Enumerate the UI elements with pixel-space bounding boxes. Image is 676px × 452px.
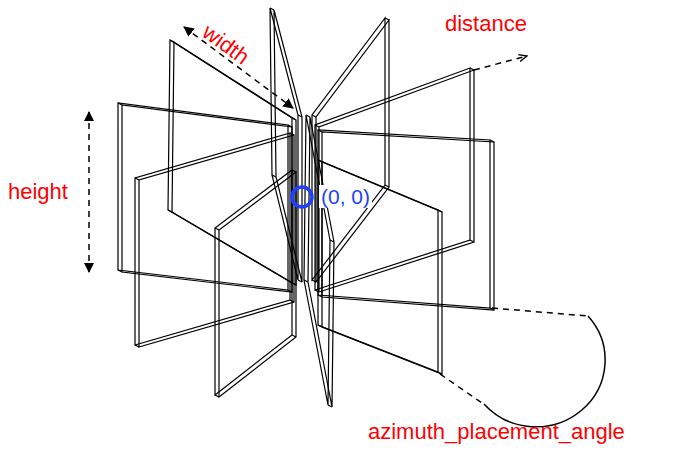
plate-face xyxy=(316,20,389,282)
plate-face xyxy=(219,172,296,397)
plate-face xyxy=(319,70,474,292)
plate-edge xyxy=(170,40,174,42)
angle-arc xyxy=(484,316,605,427)
origin-label: (0, 0) xyxy=(319,185,372,208)
plate-edge xyxy=(298,115,302,117)
plate-edge xyxy=(438,372,442,374)
plate-edge xyxy=(312,115,316,117)
plate-edge xyxy=(135,178,139,180)
plate-edge xyxy=(330,240,334,242)
plate-face xyxy=(315,68,470,290)
dimension-label: height xyxy=(8,180,68,204)
plate-edge xyxy=(270,8,274,10)
plate-edge xyxy=(470,68,474,70)
plate-edge xyxy=(118,270,122,272)
plate-edge xyxy=(288,125,292,127)
plate-face xyxy=(318,130,490,308)
plate-edge xyxy=(215,228,219,230)
plate-face xyxy=(122,105,292,292)
plate-face xyxy=(135,133,290,345)
plate-edge xyxy=(438,210,442,212)
plate-edge xyxy=(292,335,296,337)
plate-edge xyxy=(318,325,322,327)
plate-edge xyxy=(118,103,122,105)
plate-edge xyxy=(318,130,322,132)
plate-edge xyxy=(315,125,319,127)
plate-edge xyxy=(470,240,474,242)
plate-face xyxy=(318,160,438,372)
plate-edge xyxy=(272,175,276,177)
plate-face xyxy=(172,42,296,285)
plate-edge xyxy=(292,118,296,120)
dimension-label: distance xyxy=(445,12,527,36)
plate-edge xyxy=(292,170,296,172)
angle-label: azimuth_placement_angle xyxy=(368,420,625,444)
plate-edge xyxy=(385,185,389,187)
plate-edge xyxy=(304,280,308,282)
plate-edge xyxy=(215,395,219,397)
plate-edge xyxy=(298,280,302,282)
plates xyxy=(118,8,494,407)
plate-edge xyxy=(135,345,139,347)
plate-face xyxy=(322,132,494,310)
dimension-lines xyxy=(89,27,588,403)
plate-edge xyxy=(385,18,389,20)
plate-face xyxy=(308,117,334,407)
plate-face xyxy=(312,18,385,280)
plate-edge xyxy=(490,140,494,142)
plate-edge xyxy=(306,115,310,117)
origin-marker xyxy=(292,187,312,207)
plate-edge xyxy=(168,210,172,212)
plate-edge xyxy=(328,405,332,407)
plate-face xyxy=(139,135,294,347)
plate-edge xyxy=(290,133,294,135)
